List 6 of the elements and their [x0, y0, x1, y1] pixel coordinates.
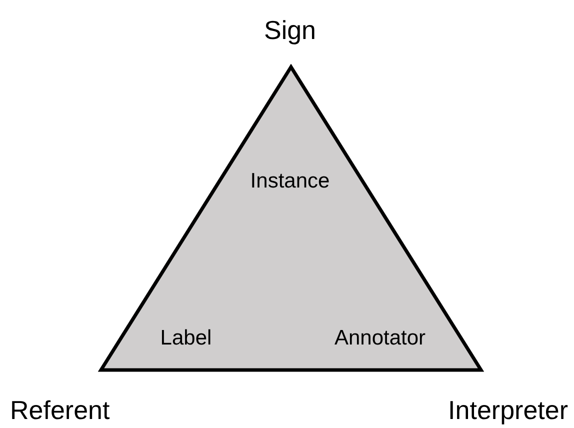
corner-text: Annotator [334, 328, 426, 348]
vertex-label: Sign [264, 17, 316, 43]
corner-text: Label [160, 328, 212, 348]
vertex-label: Referent [10, 397, 110, 423]
vertex-label: Interpreter [448, 397, 568, 423]
triangle-text: Instance [250, 170, 330, 192]
